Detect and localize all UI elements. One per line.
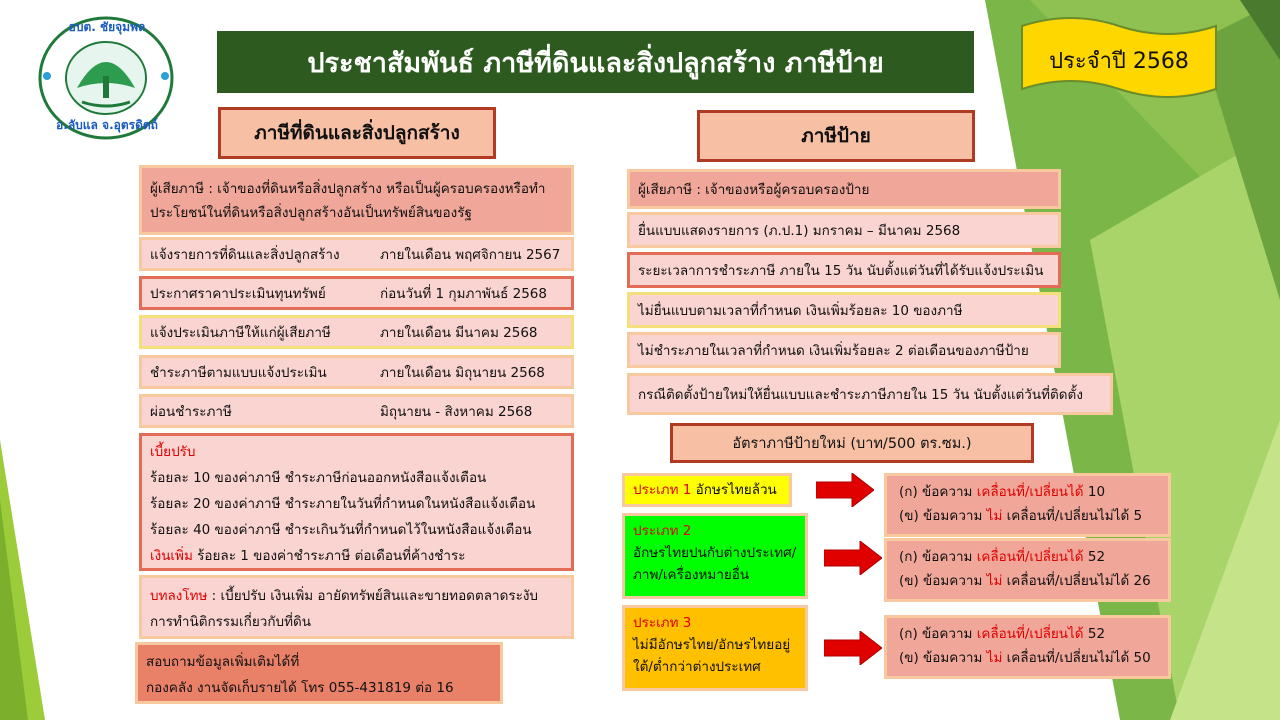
surcharge-text: ร้อยละ 1 ของค่าชำระภาษี ต่อเดือนที่ค้างช… <box>192 548 466 564</box>
rate-value: 52 <box>1083 626 1106 642</box>
rate-prefix: (ข) ข้อมความ <box>899 508 987 524</box>
rate-highlight: เคลื่อนที่/เปลี่ยนได้ <box>976 626 1084 642</box>
penalty-line: ร้อยละ 20 ของค่าภาษี ชำระภายในวันที่กำหน… <box>150 496 536 512</box>
rate-line: (ข) ข้อมความ ไม่ เคลื่อนที่/เปลี่ยนไม่ได… <box>899 646 1156 670</box>
sign-row: ผู้เสียภาษี : เจ้าของหรือผู้ครอบครองป้าย <box>627 169 1061 209</box>
rate-box-type-2: (ก) ข้อความ เคลื่อนที่/เปลี่ยนได้ 52 (ข)… <box>884 538 1171 602</box>
sign-tax-header: ภาษีป้าย <box>697 110 975 162</box>
rate-header: อัตราภาษีป้ายใหม่ (บาท/500 ตร.ซม.) <box>670 423 1034 463</box>
sign-type-3: ประเภท 3 ไม่มีอักษรไทย/อักษรไทยอยู่ ใต้/… <box>622 605 808 691</box>
contact-line1: สอบถามข้อมูลเพิ่มเติมได้ที่ <box>146 654 300 670</box>
rate-box-type-1: (ก) ข้อความ เคลื่อนที่/เปลี่ยนได้ 10 (ข)… <box>884 473 1171 537</box>
rate-prefix: (ก) ข้อความ <box>899 549 977 565</box>
land-payer-line1: ผู้เสียภาษี : เจ้าของที่ดินหรือสิ่งปลูกส… <box>150 181 546 197</box>
arrow-right-icon <box>824 541 882 575</box>
schedule-value: ภายในเดือน มีนาคม 2568 <box>380 325 538 341</box>
sign-type-1: ประเภท 1 อักษรไทยล้วน <box>622 473 792 507</box>
year-badge-scroll <box>1021 17 1217 98</box>
penalty-line: ร้อยละ 10 ของค่าภาษี ชำระภาษีก่อนออกหนัง… <box>150 470 487 486</box>
logo <box>37 16 175 140</box>
logo-text-bottom: อ.ลับแล จ.อุตรดิตถ์ <box>56 118 158 132</box>
penalty-title: เบี้ยปรับ <box>150 444 196 460</box>
sign-row: ไม่ยื่นแบบตามเวลาที่กำหนด เงินเพิ่มร้อยล… <box>627 292 1061 328</box>
rate-highlight: ไม่ <box>986 508 1003 524</box>
rate-highlight: ไม่ <box>986 573 1003 589</box>
punishment-line1: บทลงโทษ : เบี้ยปรับ เงินเพิ่ม อายัดทรัพย… <box>150 583 563 609</box>
penalty-line: ร้อยละ 40 ของค่าภาษี ชำระเกินวันที่กำหนด… <box>150 522 532 538</box>
rate-value: เคลื่อนที่/เปลี่ยนไม่ได้ 5 <box>1002 508 1143 524</box>
type-desc2: ภาพ/เครื่องหมายอื่น <box>633 567 750 583</box>
type-desc2: ใต้/ต่ำกว่าต่างประเทศ <box>633 659 761 675</box>
rate-value: เคลื่อนที่/เปลี่ยนไม่ได้ 50 <box>1002 650 1151 666</box>
land-tax-header: ภาษีที่ดินและสิ่งปลูกสร้าง <box>218 107 496 159</box>
rate-line: (ก) ข้อความ เคลื่อนที่/เปลี่ยนได้ 52 <box>899 545 1156 569</box>
contact-box: สอบถามข้อมูลเพิ่มเติมได้ที่ กองคลัง งานจ… <box>135 642 503 704</box>
schedule-value: ก่อนวันที่ 1 กุมภาพันธ์ 2568 <box>380 286 547 302</box>
schedule-value: มิถุนายน - สิงหาคม 2568 <box>380 404 533 420</box>
schedule-label: ชำระภาษีตามแบบแจ้งประเมิน <box>150 365 327 381</box>
type-desc: อักษรไทยล้วน <box>691 482 777 498</box>
sign-row: ยื่นแบบแสดงรายการ (ภ.ป.1) มกราคม – มีนาค… <box>627 212 1061 248</box>
schedule-label: แจ้งประเมินภาษีให้แก่ผู้เสียภาษี <box>150 325 331 341</box>
sign-row: ระยะเวลาการชำระภาษี ภายใน 15 วัน นับตั้ง… <box>627 252 1061 288</box>
schedule-label: ผ่อนชำระภาษี <box>150 404 232 420</box>
rate-value: 52 <box>1083 549 1106 565</box>
rate-prefix: (ข) ข้อมความ <box>899 650 987 666</box>
schedule-value: ภายในเดือน มิถุนายน 2568 <box>380 365 545 381</box>
rate-box-type-3: (ก) ข้อความ เคลื่อนที่/เปลี่ยนได้ 52 (ข)… <box>884 615 1171 679</box>
contact-line2: กองคลัง งานจัดเก็บรายได้ โทร 055-431819 … <box>146 680 454 696</box>
punishment-line2: การทำนิติกรรมเกี่ยวกับที่ดิน <box>150 614 311 630</box>
punishment-text: : เบี้ยปรับ เงินเพิ่ม อายัดทรัพย์สินและข… <box>207 588 538 604</box>
schedule-label: แจ้งรายการที่ดินและสิ่งปลูกสร้าง <box>150 247 340 263</box>
type-name: ประเภท 1 <box>633 482 692 498</box>
rate-value: เคลื่อนที่/เปลี่ยนไม่ได้ 26 <box>1002 573 1151 589</box>
schedule-row: แจ้งประเมินภาษีให้แก่ผู้เสียภาษี ภายในเด… <box>139 315 574 349</box>
punishment-label: บทลงโทษ <box>150 588 208 604</box>
arrow-right-icon <box>824 631 882 665</box>
rate-prefix: (ข) ข้อมความ <box>899 573 987 589</box>
schedule-row: ชำระภาษีตามแบบแจ้งประเมิน ภายในเดือน มิถ… <box>139 355 574 389</box>
rate-prefix: (ก) ข้อความ <box>899 626 977 642</box>
rate-line: (ข) ข้อมความ ไม่ เคลื่อนที่/เปลี่ยนไม่ได… <box>899 569 1156 593</box>
sign-type-2: ประเภท 2 อักษรไทยปนกับต่างประเทศ/ ภาพ/เค… <box>622 513 808 599</box>
rate-line: (ข) ข้อมความ ไม่ เคลื่อนที่/เปลี่ยนไม่ได… <box>899 504 1156 528</box>
type-name: ประเภท 3 <box>633 615 692 631</box>
land-payer-box: ผู้เสียภาษี : เจ้าของที่ดินหรือสิ่งปลูกส… <box>139 165 574 235</box>
year-badge: ประจำปี 2568 <box>1049 48 1189 74</box>
rate-prefix: (ก) ข้อความ <box>899 484 977 500</box>
penalty-box: เบี้ยปรับ ร้อยละ 10 ของค่าภาษี ชำระภาษีก… <box>139 433 574 571</box>
rate-highlight: เคลื่อนที่/เปลี่ยนได้ <box>976 484 1084 500</box>
page-title: ประชาสัมพันธ์ ภาษีที่ดินและสิ่งปลูกสร้าง… <box>217 31 974 93</box>
type-name: ประเภท 2 <box>633 523 692 539</box>
schedule-row: ประกาศราคาประเมินทุนทรัพย์ ก่อนวันที่ 1 … <box>139 276 574 310</box>
sign-row: ไม่ชำระภายในเวลาที่กำหนด เงินเพิ่มร้อยละ… <box>627 332 1061 368</box>
punishment-box: บทลงโทษ : เบี้ยปรับ เงินเพิ่ม อายัดทรัพย… <box>139 575 574 639</box>
sign-row: กรณีติดตั้งป้ายใหม่ให้ยื่นแบบและชำระภาษี… <box>627 373 1113 415</box>
schedule-row: แจ้งรายการที่ดินและสิ่งปลูกสร้าง ภายในเด… <box>139 237 574 271</box>
rate-highlight: ไม่ <box>986 650 1003 666</box>
rate-value: 10 <box>1083 484 1106 500</box>
schedule-label: ประกาศราคาประเมินทุนทรัพย์ <box>150 286 326 302</box>
logo-text-top: อบต. ชัยจุมพล <box>68 20 146 34</box>
arrow-right-icon <box>816 473 874 507</box>
schedule-value: ภายในเดือน พฤศจิกายน 2567 <box>380 247 561 263</box>
surcharge-label: เงินเพิ่ม <box>150 548 193 564</box>
land-payer-line2: ประโยชน์ในที่ดินหรือสิ่งปลูกสร้างอันเป็น… <box>150 205 472 221</box>
type-desc: อักษรไทยปนกับต่างประเทศ/ <box>633 545 797 561</box>
type-desc: ไม่มีอักษรไทย/อักษรไทยอยู่ <box>633 637 791 653</box>
rate-line: (ก) ข้อความ เคลื่อนที่/เปลี่ยนได้ 52 <box>899 622 1156 646</box>
rate-line: (ก) ข้อความ เคลื่อนที่/เปลี่ยนได้ 10 <box>899 480 1156 504</box>
schedule-row: ผ่อนชำระภาษี มิถุนายน - สิงหาคม 2568 <box>139 394 574 428</box>
rate-highlight: เคลื่อนที่/เปลี่ยนได้ <box>976 549 1084 565</box>
surcharge-line: เงินเพิ่ม ร้อยละ 1 ของค่าชำระภาษี ต่อเดื… <box>150 543 563 569</box>
